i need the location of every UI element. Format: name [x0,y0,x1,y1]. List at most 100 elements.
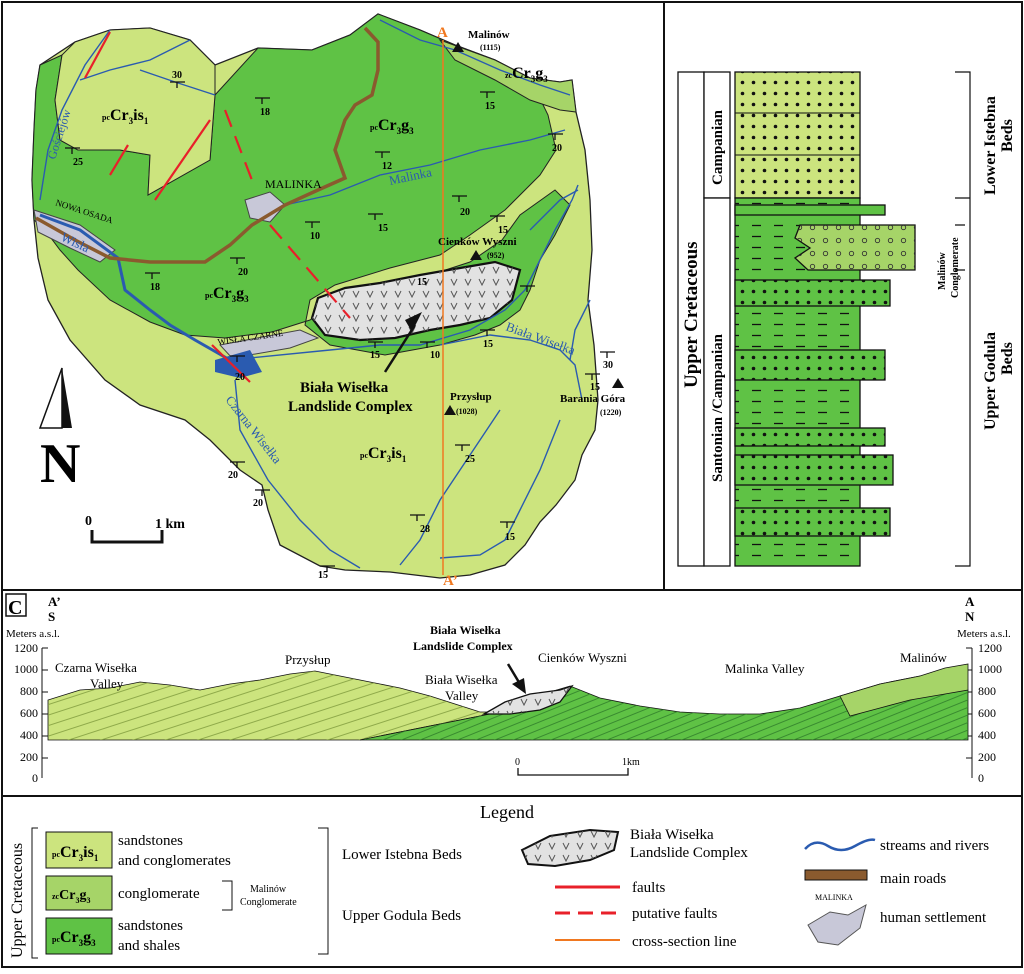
svg-text:Landslide Complex: Landslide Complex [630,845,748,861]
section-y-axis-left: 1200 1000 800 600 400 200 0 [14,641,43,785]
svg-text:Biała Wisełka: Biała Wisełka [630,827,714,843]
peak-icon [612,378,624,388]
landslide-arrow [383,324,417,373]
north-arrow-icon [38,367,72,429]
svg-text:15: 15 [505,532,515,543]
svg-text:800: 800 [978,684,996,698]
map-scale-bar: 0 1 km [85,514,185,544]
landslide-label-2: Landslide Complex [288,399,413,415]
north-letter: N [40,433,80,495]
svg-text:20: 20 [253,498,263,509]
svg-text:Cienków Wyszni: Cienków Wyszni [438,236,517,248]
svg-text:0: 0 [515,757,520,768]
svg-text:pcCr3is1: pcCr3is1 [360,445,407,464]
svg-text:Przysłup: Przysłup [450,391,492,403]
peaks: Malinów (1115) Cienków Wyszni (952) Przy… [438,29,626,417]
svg-text:Valley: Valley [445,688,479,703]
svg-text:faults: faults [632,880,665,896]
svg-text:and conglomerates: and conglomerates [118,853,231,869]
faults [84,31,351,383]
dip-symbols [65,81,615,572]
legend: Legend Upper Cretaceous pcCr3is1 zcCr3g3… [9,802,989,959]
svg-text:15: 15 [378,223,388,234]
panel-legend-frame [1,795,1023,968]
svg-text:18: 18 [260,107,270,118]
svg-text:MALINKA: MALINKA [815,893,853,902]
svg-text:A’: A’ [48,594,61,609]
svg-text:Beds: Beds [999,119,1016,152]
legend-road-icon [804,869,868,881]
svg-text:Landslide Complex: Landslide Complex [413,639,513,653]
rivers [39,19,591,569]
svg-text:Conglomerate: Conglomerate [950,237,961,298]
svg-text:S: S [48,609,55,624]
santonian-campanian-label: Santonian /Campanian [710,333,726,482]
peak-icon [452,42,464,52]
svg-text:Biała Wisełka: Biała Wisełka [430,623,501,637]
svg-text:0: 0 [32,771,38,785]
svg-text:200: 200 [978,750,996,764]
svg-text:0: 0 [978,771,984,785]
lake [215,350,262,378]
svg-text:18: 18 [150,282,160,293]
svg-text:Meters a.s.l.: Meters a.s.l. [6,628,60,640]
svg-text:Beds: Beds [999,342,1016,375]
svg-text:10: 10 [430,350,440,361]
svg-text:putative faults: putative faults [632,906,718,922]
svg-text:Malinów: Malinów [900,650,948,665]
svg-text:10: 10 [310,231,320,242]
place-malinka: MALINKA [265,177,322,191]
section-labels: Czarna Wisełka Valley Przysłup Biała Wis… [55,623,948,703]
peak-icon [470,250,482,260]
svg-text:Upper Godula Beds: Upper Godula Beds [342,908,461,924]
svg-text:pcCr3g3: pcCr3g3 [52,929,96,948]
strat-column: Upper Cretaceous Campanian Santonian /Ca… [677,71,1016,567]
legend-title: Legend [480,802,534,822]
svg-text:15: 15 [498,225,508,236]
svg-text:400: 400 [20,728,38,742]
svg-text:N: N [965,609,975,624]
svg-text:pcCr3g3: pcCr3g3 [370,117,414,136]
svg-text:pcCr3is1: pcCr3is1 [102,107,149,126]
svg-text:30: 30 [603,360,613,371]
svg-text:zcCr3g3: zcCr3g3 [52,888,90,905]
svg-text:25: 25 [465,454,475,465]
svg-text:200: 200 [20,750,38,764]
svg-text:(1028): (1028) [456,407,478,416]
svg-text:Malinów: Malinów [250,884,287,895]
svg-text:and shales: and shales [118,938,180,954]
svg-text:600: 600 [20,706,38,720]
svg-text:pcCr3is1: pcCr3is1 [52,844,99,863]
svg-text:800: 800 [20,684,38,698]
svg-text:Upper Godula: Upper Godula [982,332,999,430]
svg-text:Malinka Valley: Malinka Valley [725,661,805,676]
svg-text:15: 15 [590,382,600,393]
legend-settlement-icon [807,903,867,946]
svg-text:1200: 1200 [14,641,38,655]
campanian-label: Campanian [710,109,726,185]
upper-cretaceous-label: Upper Cretaceous [681,241,702,388]
svg-text:30: 30 [172,70,182,81]
svg-text:0: 0 [85,514,92,529]
svg-text:20: 20 [228,470,238,481]
svg-text:Malinów: Malinów [468,29,510,41]
svg-text:1000: 1000 [978,662,1002,676]
svg-text:15: 15 [417,277,427,288]
svg-text:streams and rivers: streams and rivers [880,838,989,854]
svg-text:12: 12 [382,161,392,172]
svg-text:human settlement: human settlement [880,910,987,926]
svg-text:Lower Istebna: Lower Istebna [982,96,999,195]
svg-text:400: 400 [978,728,996,742]
settlement-malinka [244,191,286,223]
landslide-label-1: Biała Wisełka [300,380,389,396]
panel-letter-c: C [8,597,22,619]
svg-text:Malinów: Malinów [937,251,948,290]
section-scale-bar: 0 1km [515,757,640,776]
section-conglomerate [839,663,969,717]
svg-text:15: 15 [318,570,328,581]
svg-text:main roads: main roads [880,871,946,887]
legend-swatch-godula [45,917,113,955]
dip-values: 30 18 25 12 15 20 20 10 15 20 18 15 15 1… [73,70,613,581]
main-road [35,26,380,264]
